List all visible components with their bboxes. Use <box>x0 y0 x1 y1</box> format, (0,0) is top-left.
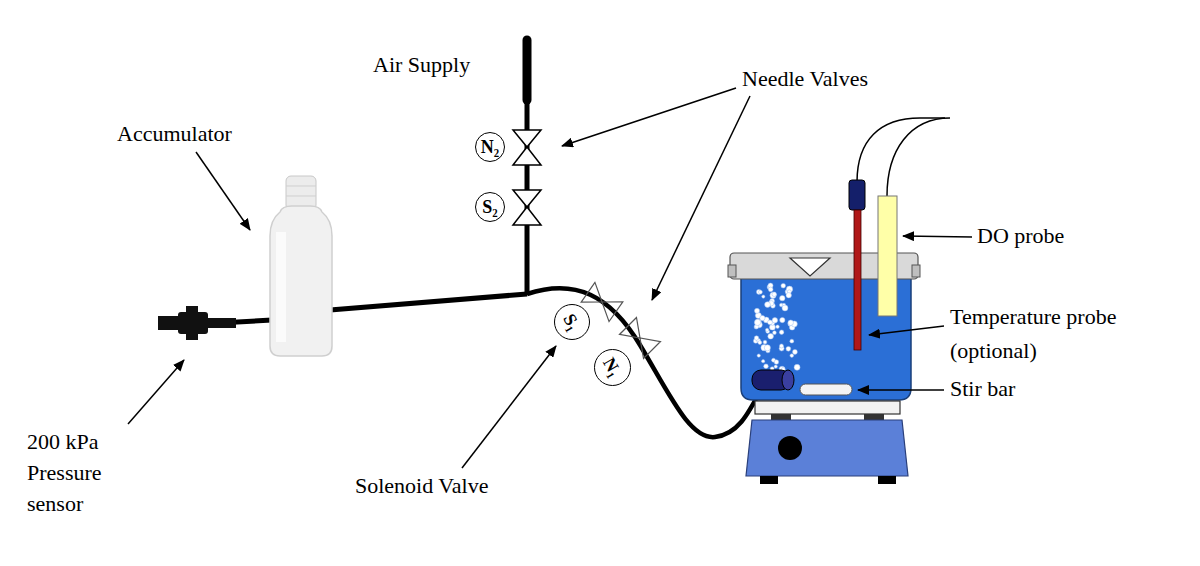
solenoid-valve-symbol <box>513 190 541 225</box>
part-label: Accumulator <box>117 121 232 147</box>
temperature-probe <box>849 180 865 350</box>
accumulator-bottle <box>270 176 332 356</box>
valve-tag: S₁ <box>559 310 584 333</box>
valve-tag-circle: S₁ <box>554 304 590 340</box>
valve-tag-circle: S₂ <box>475 192 505 222</box>
air-supply-pipe <box>523 40 532 100</box>
valve-tag: N₂ <box>481 137 499 157</box>
part-label: Solenoid Valve <box>355 473 488 499</box>
stir-bar <box>800 384 852 395</box>
air-diffuser <box>752 370 794 390</box>
needle-valve-symbol <box>513 130 541 165</box>
air-pipe <box>330 294 527 310</box>
part-label: 200 kPa Pressure sensor <box>27 426 135 519</box>
stir-plate <box>746 401 908 484</box>
valve-tag: N₁ <box>599 354 626 380</box>
part-label: Stir bar <box>950 376 1015 402</box>
part-label: Air Supply <box>373 52 470 78</box>
part-label: Temperature probe (optional) <box>950 300 1165 368</box>
probe-cable <box>887 118 950 196</box>
do-probe <box>878 196 897 316</box>
pressure-sensor <box>158 306 236 340</box>
probe-cable <box>857 118 945 182</box>
valve-tag-circle: N₂ <box>475 132 505 162</box>
valve-tag-circle: N₁ <box>594 349 631 386</box>
air-hose <box>527 288 765 437</box>
valve-tag: S₂ <box>482 197 497 217</box>
part-label: DO probe <box>977 223 1064 249</box>
needle-valve-symbol <box>619 317 660 358</box>
part-label: Needle Valves <box>742 66 868 92</box>
air-bubbles <box>753 283 800 372</box>
leader-arrow <box>128 88 972 468</box>
